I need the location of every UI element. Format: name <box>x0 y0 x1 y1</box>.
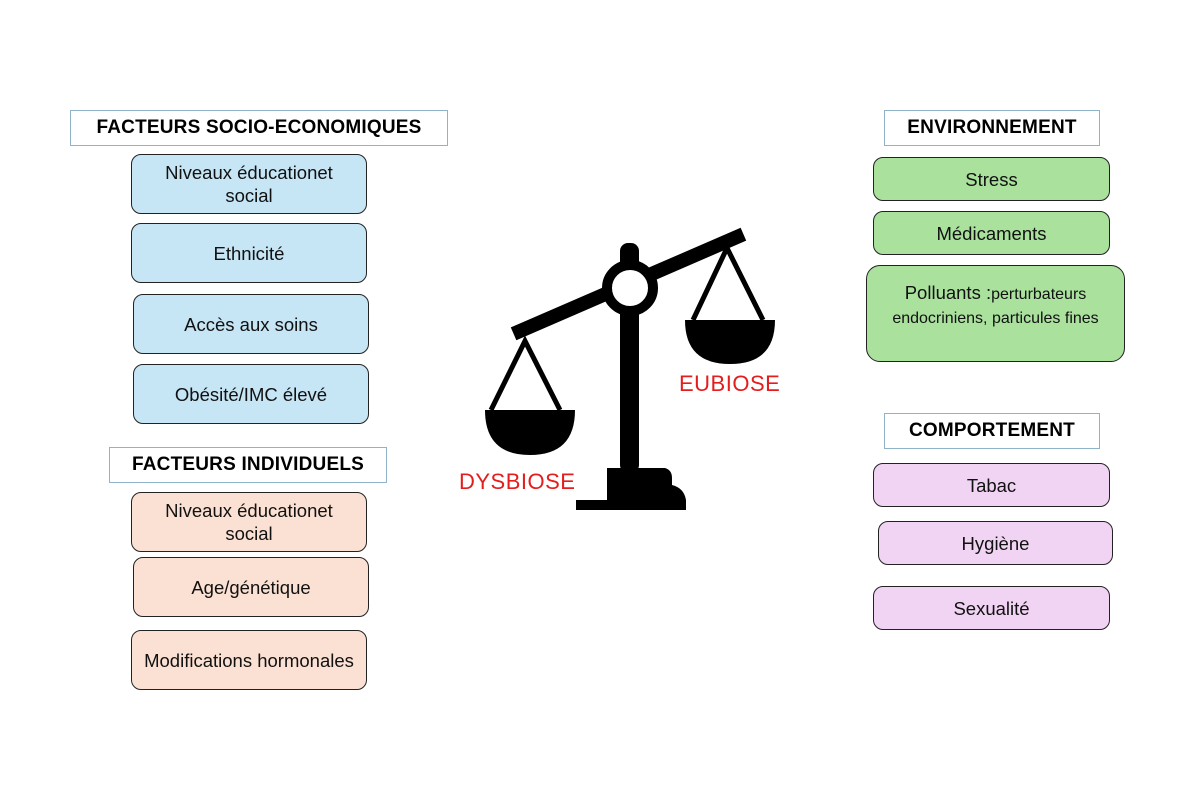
environment-item-stress: Stress <box>873 157 1110 201</box>
scale-pivot <box>602 260 658 316</box>
socio-item-ethnicity: Ethnicité <box>131 223 367 283</box>
socio-item-education: Niveaux éducationet social <box>131 154 367 214</box>
environment-title: ENVIRONNEMENT <box>884 110 1100 146</box>
socio-economic-title: FACTEURS SOCIO-ECONOMIQUES <box>70 110 448 146</box>
left-pan <box>485 410 575 455</box>
individual-item-hormonal: Modifications hormonales <box>131 630 367 690</box>
left-pan-strings <box>488 335 563 412</box>
pollutants-detail-text: perturbateurs endocriniens, particules f… <box>892 286 1099 327</box>
environment-item-medications: Médicaments <box>873 211 1110 255</box>
socio-item-care-access: Accès aux soins <box>133 294 369 354</box>
individual-title: FACTEURS INDIVIDUELS <box>109 447 387 483</box>
behavior-title: COMPORTEMENT <box>884 413 1100 449</box>
behavior-item-hygiene: Hygiène <box>878 521 1113 565</box>
behavior-item-tobacco: Tabac <box>873 463 1110 507</box>
individual-item-age-genetics: Age/génétique <box>133 557 369 617</box>
environment-item-pollutants: Polluants :perturbateurs endocriniens, p… <box>866 265 1125 362</box>
individual-item-education: Niveaux éducationet social <box>131 492 367 552</box>
eubiose-label: EUBIOSE <box>679 371 781 396</box>
dysbiose-label: DYSBIOSE <box>459 469 576 494</box>
behavior-item-sexuality: Sexualité <box>873 586 1110 630</box>
scale-base <box>576 468 686 510</box>
socio-item-obesity: Obésité/IMC élevé <box>133 364 369 424</box>
pollutants-lead-text: Polluants : <box>904 282 992 303</box>
right-pan <box>685 320 775 364</box>
right-pan-strings <box>690 242 766 322</box>
